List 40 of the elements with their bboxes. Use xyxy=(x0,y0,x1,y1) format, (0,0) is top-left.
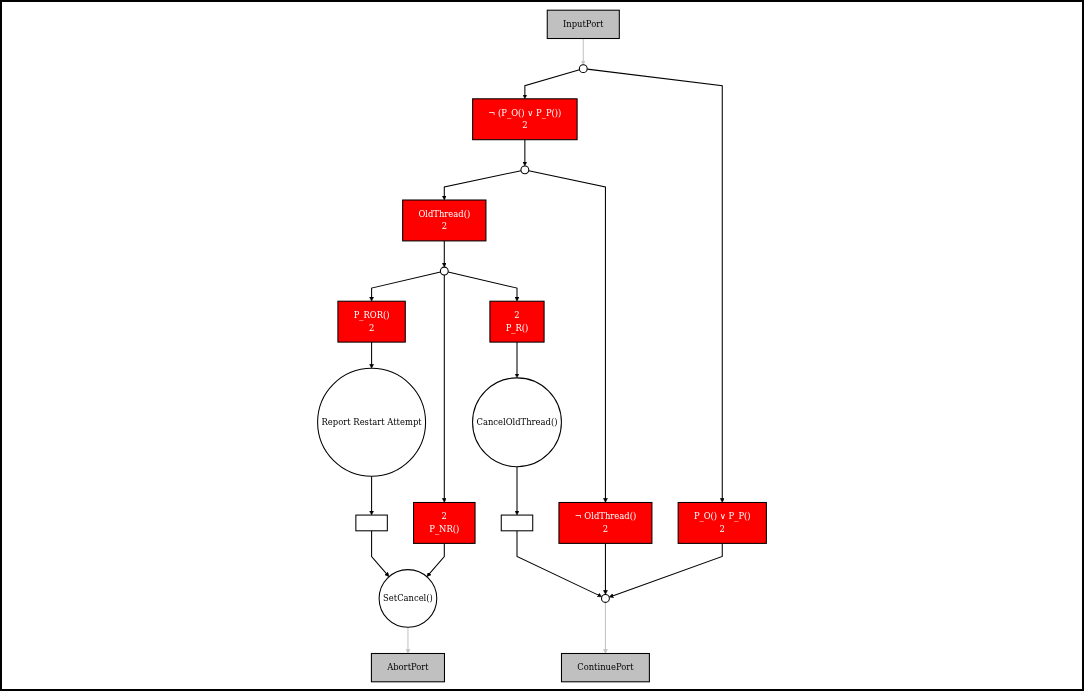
arrow xyxy=(603,601,608,654)
arrow xyxy=(371,529,390,577)
arrow xyxy=(580,37,586,65)
node-circle: Report Restart Attempt xyxy=(317,367,427,477)
arrow xyxy=(514,465,520,515)
node-circle: CancelOldThread() xyxy=(472,376,562,467)
arrow xyxy=(522,138,528,166)
node-box: AbortPort xyxy=(370,652,445,682)
arrow xyxy=(442,239,447,267)
arrow xyxy=(369,270,441,301)
node-box: InputPort xyxy=(546,9,620,39)
arrow xyxy=(442,169,522,200)
arrow xyxy=(369,341,374,369)
arrow xyxy=(608,542,723,598)
arrow xyxy=(528,169,608,503)
node-box: P_ROR() 2 xyxy=(337,300,406,343)
arrow xyxy=(603,542,608,595)
node-box: 2 P_NR() xyxy=(413,501,476,544)
arrow xyxy=(405,626,411,654)
node-circle xyxy=(439,266,449,275)
node-box: ContinuePort xyxy=(560,652,650,682)
arrow xyxy=(586,68,725,503)
arrow xyxy=(522,68,581,99)
arrow xyxy=(369,475,374,515)
arrow xyxy=(514,341,520,378)
node-box xyxy=(500,514,534,531)
node-circle xyxy=(600,593,610,603)
arrow xyxy=(426,542,445,577)
node-box: ¬ OldThread() 2 xyxy=(558,501,653,544)
arrow xyxy=(516,529,603,597)
node-circle: SetCancel() xyxy=(378,568,438,628)
arrow xyxy=(442,273,447,503)
node-circle xyxy=(520,164,530,174)
node-box xyxy=(355,514,388,531)
node-box: ¬ (P_O() ∨ P_P()) 2 xyxy=(472,97,578,140)
node-box: P_O() ∨ P_P() 2 xyxy=(677,501,767,544)
node-box: 2 P_R() xyxy=(489,300,545,343)
node-circle xyxy=(578,63,588,73)
arrow xyxy=(447,270,520,301)
node-box: OldThread() 2 xyxy=(402,199,487,241)
